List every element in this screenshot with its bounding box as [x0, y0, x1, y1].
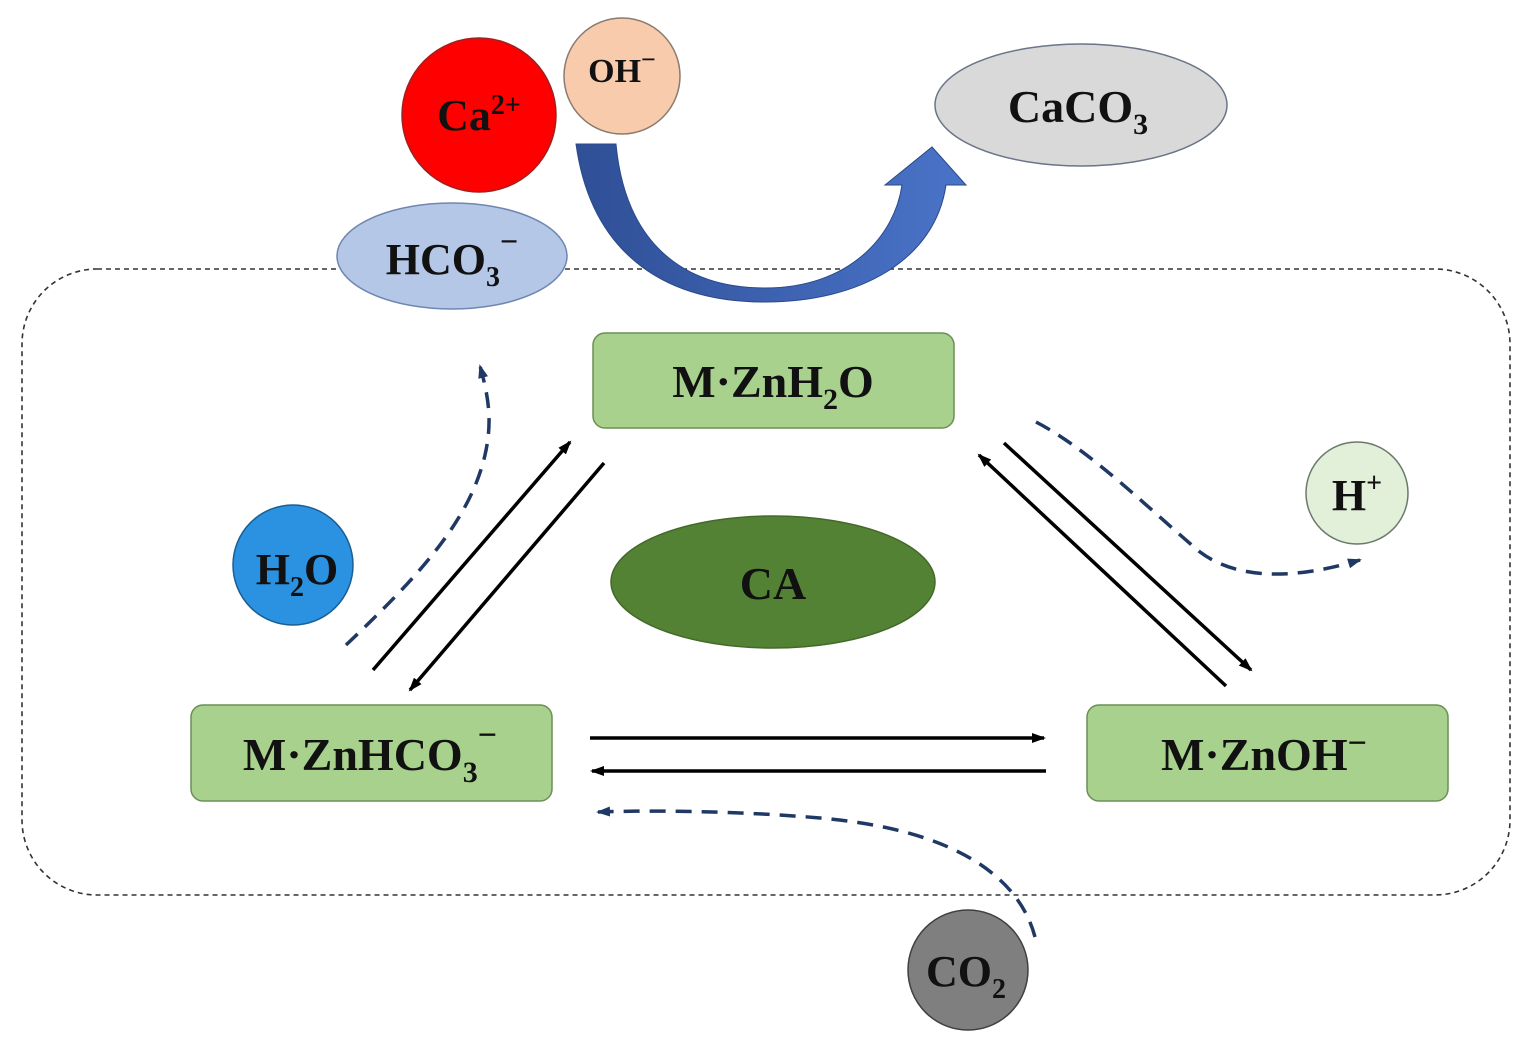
arrow-oh-to-h2o-state	[977, 453, 1228, 688]
proton-label: H+	[1332, 468, 1382, 520]
hco3-ion-label: HCO3−	[386, 223, 518, 293]
proton-circle	[1305, 441, 1409, 545]
carbon-dioxide-circle	[907, 909, 1029, 1031]
hco3-ion-ellipse	[336, 202, 568, 310]
precipitation-curved-arrow	[575, 143, 968, 303]
water-molecule-label: H2O	[256, 545, 338, 603]
dashed-arrow-proton-release	[1035, 420, 1362, 576]
hydroxide-ion-label: OH−	[588, 45, 656, 90]
enzyme-zn-oh-label: M·ZnOH−	[1161, 725, 1367, 780]
arrow-hco3-to-h2o-state	[371, 440, 572, 672]
calcium-carbonate-ellipse	[934, 43, 1228, 167]
water-molecule-circle	[232, 504, 354, 626]
carbonic-anhydrase-label: CA	[740, 558, 806, 609]
calcium-carbonate-label: CaCO3	[1008, 81, 1148, 141]
enzyme-zn-hco3-box	[190, 704, 553, 802]
arrow-h2o-state-to-hco3	[408, 461, 606, 692]
enzyme-zn-h2o-label: M·ZnH2O	[672, 356, 874, 416]
calcium-ion-label: Ca2+	[437, 90, 521, 140]
carbon-dioxide-label: CO2	[926, 947, 1006, 1005]
dashed-arrow-co2-uptake	[596, 806, 1037, 938]
enzyme-zn-h2o-box	[592, 332, 955, 429]
enzyme-zn-hco3-label: M·ZnHCO3−	[243, 717, 497, 789]
enzyme-zn-oh-box	[1086, 704, 1449, 802]
calcium-ion-circle	[401, 37, 557, 193]
carbonic-anhydrase-ellipse	[610, 515, 936, 649]
dashed-arrow-water-to-bicarbonate	[344, 364, 491, 647]
hydroxide-ion-circle	[563, 17, 681, 135]
arrow-h2o-state-to-oh	[1002, 441, 1253, 672]
membrane-boundary	[21, 268, 1511, 896]
